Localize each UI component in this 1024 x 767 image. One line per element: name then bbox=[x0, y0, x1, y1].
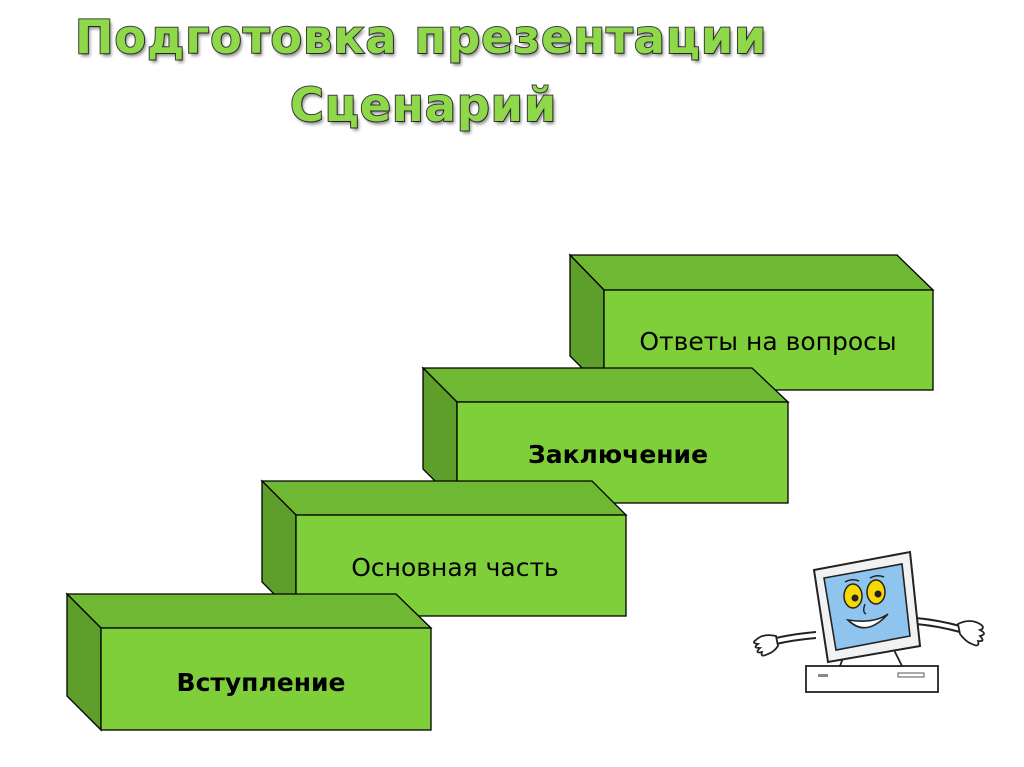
slide-subtitle: Сценарий bbox=[289, 77, 558, 133]
step-block-top bbox=[260, 480, 628, 516]
step-block-top bbox=[421, 367, 790, 403]
smile bbox=[845, 613, 889, 629]
step-label: Ответы на вопросы bbox=[639, 327, 896, 356]
slide-title: Подготовка презентации bbox=[74, 9, 768, 65]
monitor-screen bbox=[823, 563, 911, 651]
right-hand bbox=[956, 620, 985, 647]
computer-base bbox=[805, 665, 939, 693]
right-arm bbox=[915, 617, 961, 627]
step-block-top bbox=[568, 254, 935, 291]
left-arm bbox=[775, 637, 817, 645]
step-label: Заключение bbox=[528, 440, 708, 469]
step-block-front bbox=[100, 627, 432, 731]
step-block-introduction: Вступление bbox=[65, 592, 433, 732]
step-label: Основная часть bbox=[351, 553, 559, 582]
left-hand bbox=[753, 634, 779, 657]
step-block-answers: Ответы на вопросы bbox=[568, 253, 935, 392]
step-label: Вступление bbox=[177, 668, 346, 697]
step-block-top bbox=[65, 593, 433, 629]
smiling-computer-icon bbox=[753, 550, 985, 693]
